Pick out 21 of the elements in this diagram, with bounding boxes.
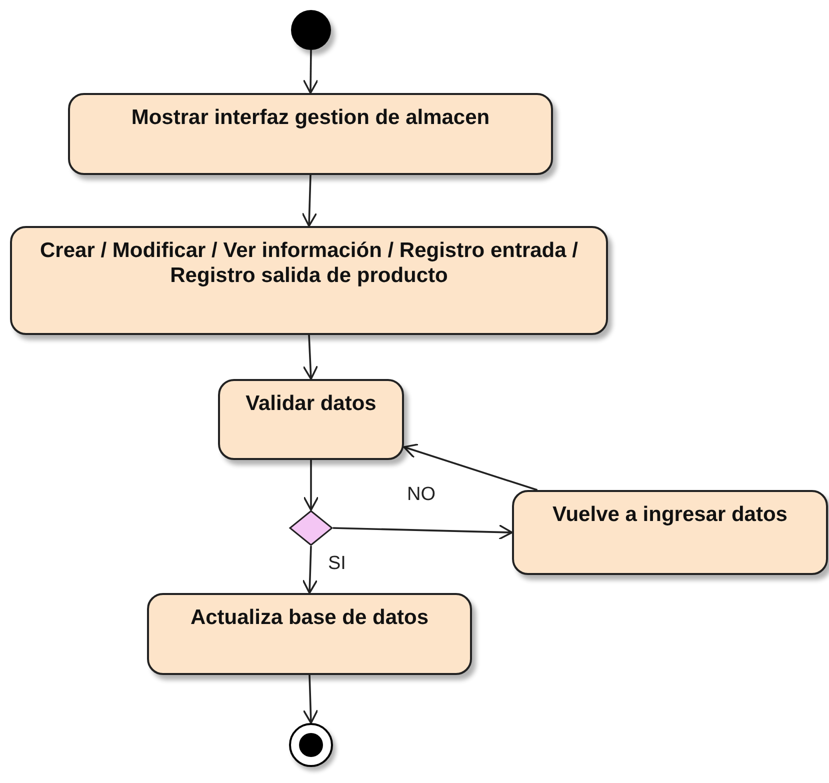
- end-node: [289, 723, 333, 767]
- activity-box: [10, 226, 608, 335]
- activity-text: Actualiza base de datos: [190, 606, 429, 629]
- arrow: [302, 546, 318, 594]
- arrow: [302, 674, 318, 724]
- activity-text: Crear / Modificar / Ver información / Registro entrada / Registro salida de producto: [40, 239, 578, 287]
- arrow: [302, 334, 318, 380]
- arrow: [303, 460, 319, 511]
- arrow: [302, 174, 318, 227]
- activity-text: Vuelve a ingresar datos: [552, 503, 788, 526]
- activity-box: [512, 490, 828, 575]
- activity-box: [147, 593, 472, 675]
- activity-box: [218, 379, 404, 460]
- decision-diamond: [289, 510, 333, 546]
- activity-box: [68, 93, 553, 175]
- activity-text: Mostrar interfaz gestion de almacen: [131, 106, 490, 129]
- arrow: [302, 50, 319, 94]
- arrow: [403, 443, 538, 491]
- arrow: [332, 524, 513, 540]
- activity-text: Validar datos: [246, 392, 376, 415]
- start-node: [291, 10, 331, 50]
